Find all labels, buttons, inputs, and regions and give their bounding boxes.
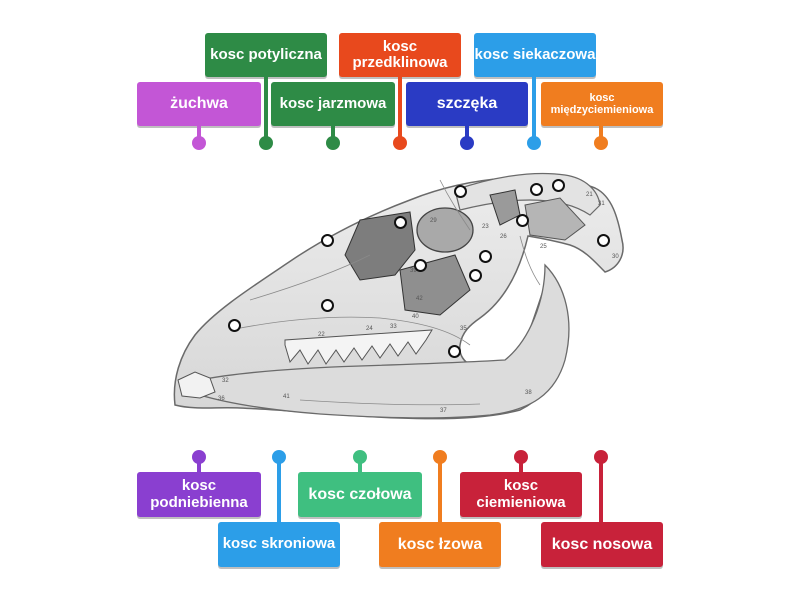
connector-potyliczna [264, 77, 268, 142]
label-kosc-nosowa[interactable]: kosc nosowa [541, 522, 663, 567]
hotspot-target-7[interactable] [597, 234, 610, 247]
connector-nosowa [599, 457, 603, 522]
skull-number: 37 [440, 408, 447, 414]
skull-number: 42 [416, 296, 423, 302]
mandible-shape [199, 263, 570, 419]
anchor-dot-szczeka [460, 136, 474, 150]
anchor-dot-miedzyciemieniowa [594, 136, 608, 150]
skull-number: 40 [412, 314, 419, 320]
skull-number: 39 [410, 268, 417, 274]
anchor-dot-zuchwa [192, 136, 206, 150]
hotspot-target-3[interactable] [552, 179, 565, 192]
label-text: kosc międzyciemieniowa [550, 91, 654, 116]
label-text: kosc łzowa [397, 535, 483, 553]
skull-number: 23 [482, 224, 489, 230]
suture-lines [229, 179, 541, 406]
skull-number: 29 [430, 218, 437, 224]
label-text: kosc jarzmowa [279, 94, 387, 112]
hotspot-target-2[interactable] [530, 183, 543, 196]
connector-szczeka [465, 126, 469, 142]
skull-number: 21 [586, 192, 593, 198]
anchor-dot-siekaczowa [527, 136, 541, 150]
label-kosc-siekaczowa[interactable]: kosc siekaczowa [474, 33, 596, 77]
skull-number: 30 [612, 254, 619, 260]
label-kosc-lzowa[interactable]: kosc łzowa [379, 522, 501, 567]
skull-number: 25 [540, 244, 547, 250]
connector-podniebienna [197, 457, 201, 473]
anchor-dot-jarzmowa [326, 136, 340, 150]
incisors [177, 371, 216, 399]
cavity-temporal [524, 197, 586, 241]
connector-czolowa [358, 457, 362, 473]
label-text: kosc podniebienna [150, 477, 248, 511]
cavity-front [344, 211, 416, 281]
hotspot-target-11[interactable] [321, 299, 334, 312]
connector-siekaczowa [532, 77, 536, 142]
hotspot-target-8[interactable] [479, 250, 492, 263]
label-kosc-potyliczna[interactable]: kosc potyliczna [205, 33, 327, 77]
label-text: kosc ciemieniowa [476, 477, 566, 511]
skull-number: 35 [460, 326, 467, 332]
connector-zuchwa [197, 126, 201, 142]
orbit [416, 207, 474, 253]
anchor-dot-przedklinowa [393, 136, 407, 150]
label-kosc-jarzmowa[interactable]: kosc jarzmowa [271, 82, 395, 126]
label-kosc-czolowa[interactable]: kosc czołowa [298, 472, 422, 517]
hotspot-target-6[interactable] [321, 234, 334, 247]
label-kosc-ciemieniowa[interactable]: kosc ciemieniowa [460, 472, 582, 517]
skull-number: 36 [218, 396, 225, 402]
label-szczeka[interactable]: szczęka [406, 82, 528, 126]
skull-numbers: 21 22 23 24 25 26 29 30 31 32 33 35 36 3… [218, 192, 619, 414]
skull-number: 32 [222, 378, 229, 384]
hotspot-target-9[interactable] [414, 259, 427, 272]
connector-jarzmowa [331, 126, 335, 142]
skull-number: 26 [500, 234, 507, 240]
skull-number: 22 [318, 332, 325, 338]
hotspot-target-13[interactable] [448, 345, 461, 358]
skull-number: 31 [598, 201, 605, 207]
connector-lzowa [438, 457, 442, 522]
hotspot-target-12[interactable] [228, 319, 241, 332]
label-text: kosc przedklinowa [352, 37, 448, 71]
label-text: kosc siekaczowa [474, 45, 596, 63]
label-text: żuchwa [170, 95, 228, 113]
label-kosc-miedzyciemieniowa[interactable]: kosc międzyciemieniowa [541, 82, 663, 126]
skull-number: 41 [283, 394, 290, 400]
label-text: kosc skroniowa [222, 535, 336, 553]
teeth-row [284, 329, 433, 365]
label-kosc-przedklinowa[interactable]: kosc przedklinowa [339, 33, 461, 77]
connector-miedzyciemieniowa [599, 126, 603, 142]
hotspot-target-4[interactable] [516, 214, 529, 227]
hotspot-target-10[interactable] [469, 269, 482, 282]
label-zuchwa[interactable]: żuchwa [137, 82, 261, 126]
label-kosc-podniebienna[interactable]: kosc podniebienna [137, 472, 261, 517]
label-text: kosc nosowa [551, 535, 653, 553]
label-text: szczęka [436, 95, 498, 113]
hotspot-target-5[interactable] [394, 216, 407, 229]
connector-przedklinowa [398, 77, 402, 142]
hotspot-target-1[interactable] [454, 185, 467, 198]
connector-skroniowa [277, 457, 281, 522]
label-kosc-skroniowa[interactable]: kosc skroniowa [218, 522, 340, 567]
connector-ciemieniowa [519, 457, 523, 473]
label-text: kosc potyliczna [210, 45, 322, 63]
label-text: kosc czołowa [308, 485, 412, 503]
skull-number: 33 [390, 324, 397, 330]
anchor-dot-potyliczna [259, 136, 273, 150]
skull-number: 38 [525, 390, 532, 396]
skull-number: 24 [366, 326, 373, 332]
